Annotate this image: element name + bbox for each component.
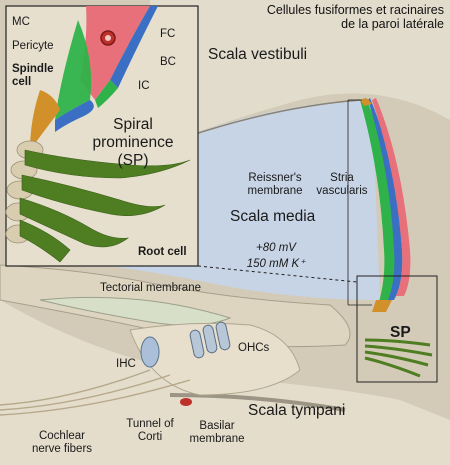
label-reissner: Reissner's membrane	[240, 172, 310, 198]
label-root-cell: Root cell	[138, 246, 187, 258]
figure-title: Cellules fusiformes et racinaires de la …	[267, 3, 444, 31]
label-sp-1: Spiral	[113, 116, 153, 133]
label-spindle-1: Spindle	[12, 63, 54, 75]
label-scala-media: Scala media	[230, 208, 316, 225]
label-ohcs: OHCs	[238, 342, 270, 354]
label-spindle-cell: Spindle cell	[12, 63, 54, 89]
label-potassium: 150 mM K⁺	[246, 258, 306, 270]
label-stria-2: vascularis	[316, 185, 368, 197]
label-cochlear-1: Cochlear	[38, 430, 86, 442]
title-line-2: de la paroi latérale	[341, 17, 444, 31]
label-stria-vascularis: Stria vascularis	[312, 172, 372, 198]
label-tunnel-1: Tunnel of	[126, 418, 174, 430]
label-basilar: Basilar membrane	[182, 420, 252, 446]
label-fc: FC	[160, 28, 176, 40]
label-stria-1: Stria	[330, 172, 354, 184]
label-scala-tympani: Scala tympani	[248, 402, 346, 419]
label-basilar-2: membrane	[189, 433, 245, 445]
basilar-membrane	[169, 393, 346, 412]
label-pericyte: Pericyte	[12, 40, 54, 52]
label-reissner-2: membrane	[247, 185, 303, 197]
label-bc: BC	[160, 56, 176, 68]
scala-vestibuli-area	[150, 0, 450, 150]
organ-of-corti	[129, 322, 301, 396]
label-reissner-1: Reissner's	[248, 172, 302, 184]
label-sp: SP	[390, 324, 411, 341]
label-ic: IC	[138, 80, 150, 92]
label-voltage: +80 mV	[256, 242, 296, 254]
label-tunnel-2: Corti	[137, 431, 163, 443]
title-line-1: Cellules fusiformes et racinaires	[266, 3, 444, 17]
label-scala-vestibuli: Scala vestibuli	[208, 46, 308, 63]
label-tunnel-of-corti: Tunnel of Corti	[120, 418, 180, 444]
tunnel-vessel	[180, 398, 192, 406]
label-cochlear-nerve: Cochlear nerve fibers	[22, 430, 102, 456]
label-tectorial: Tectorial membrane	[100, 282, 201, 294]
cochlear-nerve-fibers	[0, 369, 191, 416]
label-mc: MC	[12, 16, 30, 28]
label-ihc: IHC	[116, 358, 136, 370]
label-sp-3: (SP)	[117, 152, 149, 169]
ihc-cell	[140, 336, 160, 368]
label-spindle-2: cell	[12, 76, 32, 88]
root-cells-main	[364, 338, 433, 378]
label-basilar-1: Basilar	[199, 420, 235, 432]
inset-panel	[5, 5, 199, 267]
label-spiral-prominence: Spiral prominence (SP)	[88, 116, 178, 170]
sp-box	[356, 275, 438, 383]
label-cochlear-2: nerve fibers	[31, 443, 93, 455]
ohcs-cells	[189, 321, 231, 359]
root-cells-inset	[19, 149, 191, 263]
label-sp-2: prominence	[92, 134, 174, 151]
